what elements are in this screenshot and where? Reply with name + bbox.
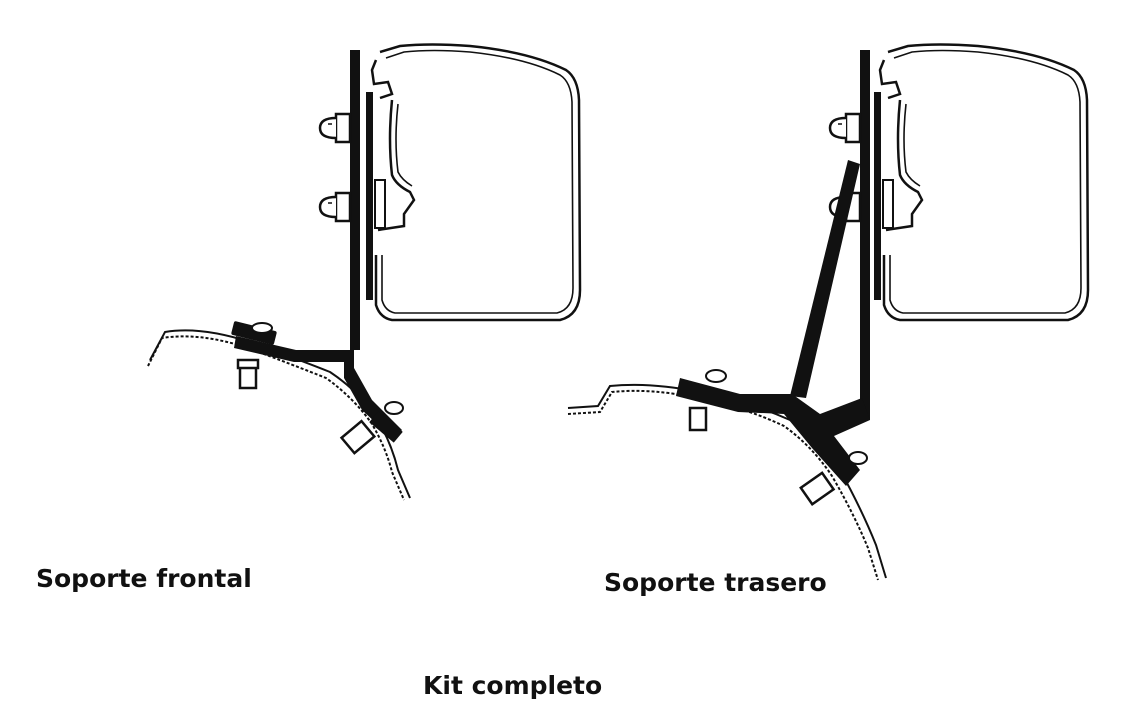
front-lower-nut-icon (318, 191, 352, 223)
rear-bracket-structure (567, 160, 887, 581)
rear-diagonal-strut (790, 160, 860, 398)
rear-upper-nut-icon (828, 112, 862, 144)
front-bracket-label: Soporte frontal (36, 564, 252, 593)
rear-wall-plate (860, 50, 870, 420)
rear-bracket-label: Soporte trasero (604, 568, 827, 597)
front-awning-housing (364, 43, 582, 322)
complete-kit-label: Kit completo (423, 671, 603, 700)
front-bracket-drawing (147, 43, 582, 501)
front-clamp-bolt-icon (236, 358, 260, 390)
front-upper-nut-icon (318, 112, 352, 144)
rear-bracket-drawing (828, 43, 1090, 420)
rear-bracket-arm (676, 378, 870, 486)
rear-awning-housing (872, 43, 1090, 322)
front-wall-plate (350, 50, 360, 350)
